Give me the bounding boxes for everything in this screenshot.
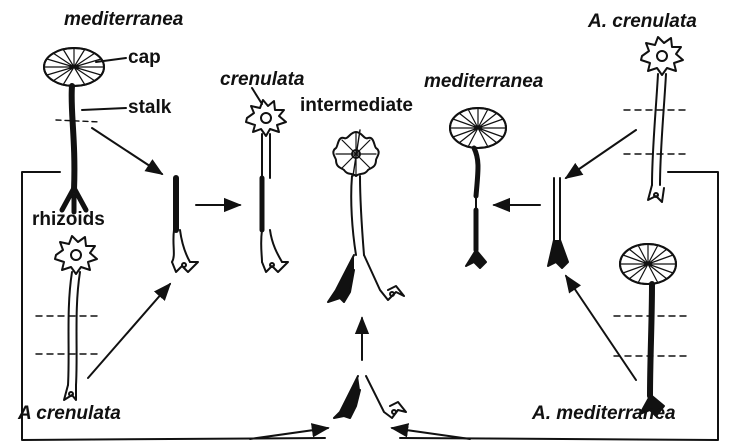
stalk-leader-line: [82, 108, 126, 110]
regenerated-crenulata-cell: [246, 100, 288, 272]
mediterranea-cell-bottom-right: [614, 244, 690, 416]
label-a-crenulata-top: A. crenulata: [588, 12, 697, 31]
intermediate-rhizoid-dark: [328, 255, 354, 302]
crenulata-cell-top-right: [624, 37, 690, 202]
label-a-mediterranea-bottom: A. mediterranea: [532, 404, 676, 423]
arrow-crenulata-to-rhizoid-left: [88, 284, 170, 378]
label-mediterranea-left: mediterranea: [64, 10, 183, 29]
label-a-crenulata-bottom: A crenulata: [18, 404, 121, 423]
double-graft-cell: [334, 376, 406, 418]
label-cap: cap: [128, 48, 161, 67]
label-intermediate: intermediate: [300, 96, 413, 115]
regenerated-crenulata-cap: [246, 100, 286, 136]
crenulata-cap-top-right: [641, 37, 683, 75]
regenerated-mediterranea-cell: [450, 108, 506, 268]
crenulata-label-leader: [252, 88, 262, 104]
intermediate-cell: [328, 130, 404, 302]
graft-segment-left: [172, 178, 198, 272]
mediterranea-cap-bottom-right: [620, 244, 676, 284]
label-stalk: stalk: [128, 98, 171, 117]
label-mediterranea-mid: mediterranea: [424, 72, 543, 91]
graft-segment-right: [548, 178, 568, 268]
label-rhizoids: rhizoids: [32, 210, 105, 229]
mediterranea-stalk-left: [72, 86, 75, 190]
crenulata-cap-bottom-left: [55, 236, 97, 274]
arrow-mediterranea-to-rhizoid-right: [566, 276, 636, 380]
mediterranea-cap-left: [44, 48, 104, 86]
arrow-to-cut-segment-left: [92, 128, 162, 174]
label-crenulata-mid: crenulata: [220, 70, 304, 89]
regenerated-mediterranea-cap: [450, 108, 506, 148]
